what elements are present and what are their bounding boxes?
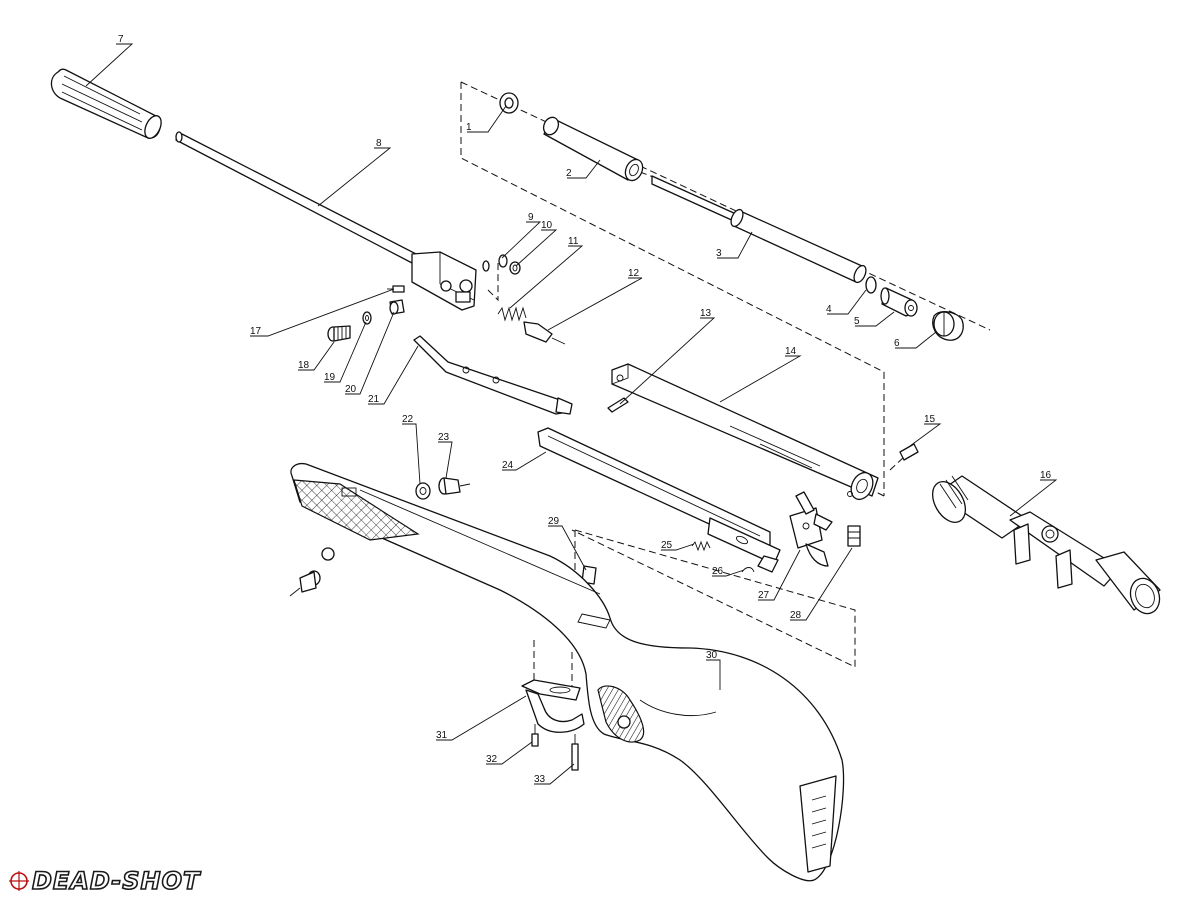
label-2: 2: [566, 168, 572, 179]
label-14: 14: [785, 346, 797, 357]
label-24: 24: [502, 460, 514, 471]
part-2-cylinder: [542, 116, 644, 182]
label-11: 11: [568, 236, 579, 247]
label-23: 23: [438, 432, 450, 443]
label-33: 33: [534, 774, 546, 785]
part-4-ring: [865, 276, 877, 294]
label-29: 29: [548, 516, 560, 527]
label-13: 13: [700, 308, 712, 319]
part-15-pin: [899, 443, 919, 461]
label-8: 8: [376, 138, 382, 149]
part-6-end-cap: [932, 310, 964, 341]
part-3-spring-guide: [651, 175, 867, 284]
label-12: 12: [628, 268, 640, 279]
label-25: 25: [661, 540, 673, 551]
part-32-screw: [531, 724, 539, 747]
part-13-pin: [607, 397, 629, 413]
part-5-piston-head: [880, 287, 918, 317]
stock-screw-front: [289, 547, 335, 597]
dead-shot-logo: DEAD-SHOT: [6, 866, 200, 896]
part-16-scope: [931, 475, 1161, 615]
part-20-sleeve: [389, 299, 405, 315]
part-24-trigger-rail: [537, 427, 781, 573]
part-22-washer: [415, 482, 431, 500]
label-22: 22: [402, 414, 414, 425]
part-labels: 1 2 3 4 5 6 7 8 9 10 11 12 13 14 15 16 1…: [118, 34, 1052, 785]
label-4: 4: [826, 304, 832, 315]
label-3: 3: [716, 248, 722, 259]
label-7: 7: [118, 34, 124, 45]
crosshair-icon: [9, 871, 29, 891]
label-19: 19: [324, 372, 336, 383]
label-20: 20: [345, 384, 357, 395]
part-7-muzzle-shroud: [50, 68, 162, 139]
label-17: 17: [250, 326, 262, 337]
label-27: 27: [758, 590, 770, 601]
part-23-screw: [438, 477, 471, 495]
leader-lines: [85, 43, 1058, 785]
part-19-washer: [362, 311, 372, 325]
part-28-screw: [847, 525, 861, 547]
part-9-washer: [482, 254, 508, 272]
part-25-spring: [691, 540, 711, 552]
label-26: 26: [712, 566, 724, 577]
part-17-pin: [387, 285, 405, 293]
label-1: 1: [466, 122, 472, 133]
label-32: 32: [486, 754, 498, 765]
part-27-trigger-unit: [789, 491, 833, 567]
label-5: 5: [854, 316, 860, 327]
part-11-spring: [497, 306, 527, 322]
part-21-cocking-lever: [413, 335, 573, 415]
label-10: 10: [541, 220, 553, 231]
part-18-screw: [327, 325, 351, 342]
part-14-receiver: [611, 363, 879, 501]
part-31-trigger-guard: [521, 679, 585, 733]
part-12-detent: [523, 321, 566, 345]
part-8-barrel: [175, 131, 477, 311]
label-16: 16: [1040, 470, 1052, 481]
label-15: 15: [924, 414, 936, 425]
label-9: 9: [528, 212, 534, 223]
label-6: 6: [894, 338, 900, 349]
label-30: 30: [706, 650, 718, 661]
part-30-stock: [290, 462, 845, 882]
label-28: 28: [790, 610, 802, 621]
watermark-text: DEAD-SHOT: [31, 866, 201, 896]
part-33-screw: [571, 734, 579, 771]
label-18: 18: [298, 360, 310, 371]
part-29-pin: [581, 565, 597, 585]
label-31: 31: [436, 730, 448, 741]
label-21: 21: [368, 394, 380, 405]
